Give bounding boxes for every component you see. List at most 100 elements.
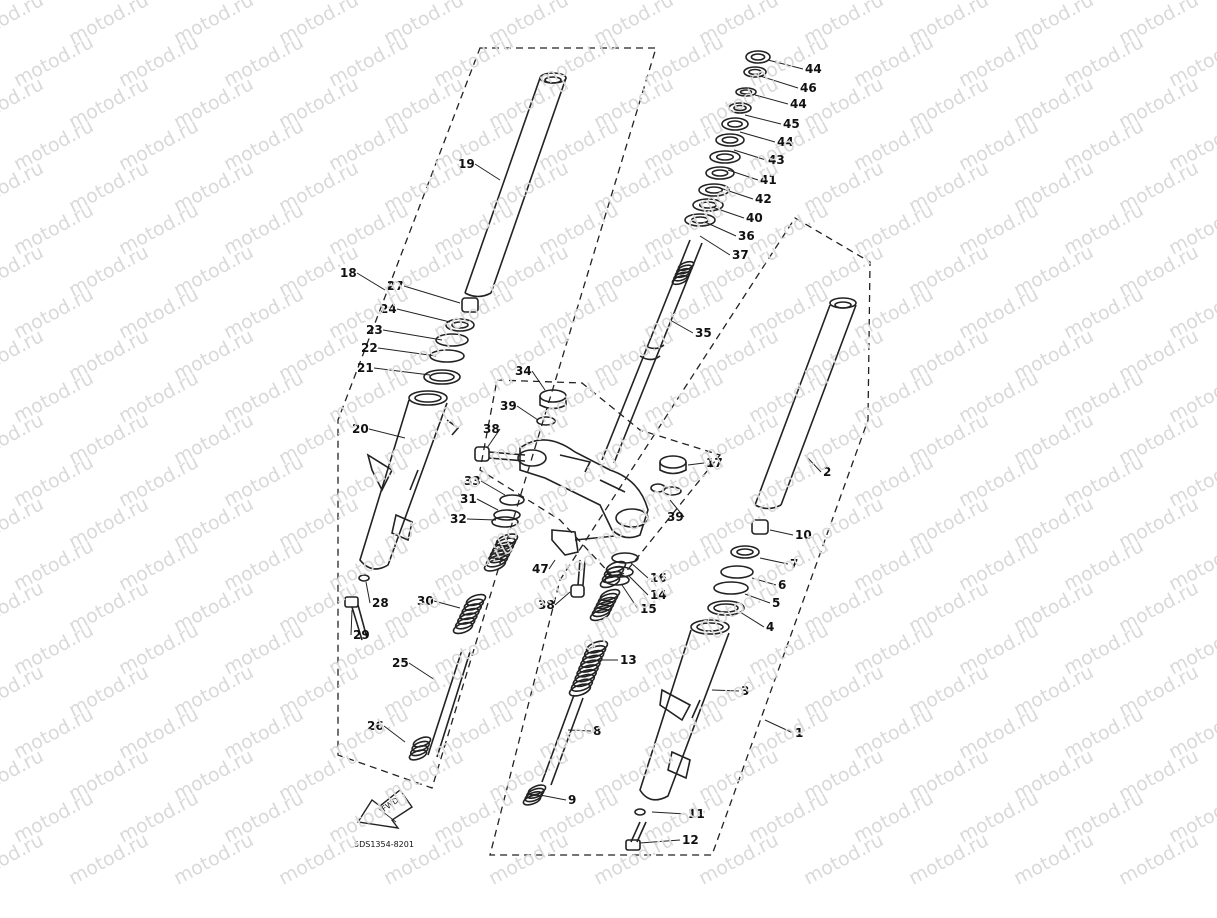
- callout-p3: 3: [741, 684, 749, 698]
- fwd-arrow-icon: [356, 788, 413, 829]
- collar-and-rings: [536, 389, 687, 496]
- callout-p11: 11: [688, 807, 705, 821]
- leader-p30: [433, 600, 461, 609]
- leader-p35: [669, 319, 694, 334]
- callout-p31: 31: [460, 492, 477, 506]
- leader-p20: [368, 428, 406, 439]
- callout-p33: 33: [464, 474, 481, 488]
- leader-p42: [719, 187, 754, 200]
- callout-p38a: 38: [483, 422, 500, 436]
- drawing-code: 5DS1354-8201: [354, 840, 414, 849]
- leader-p10: [769, 529, 794, 536]
- leader-p7: [759, 557, 789, 565]
- callout-p5: 5: [772, 596, 780, 610]
- callout-p1: 1: [795, 726, 803, 740]
- leader-p45: [744, 114, 782, 125]
- right-damper-rod: [541, 694, 584, 786]
- right-main-coil: [568, 683, 592, 697]
- left-middle-rings: [491, 494, 525, 528]
- left-spring: [483, 533, 519, 572]
- left-drain-bolt: [344, 574, 370, 641]
- leader-p28: [365, 581, 371, 604]
- stack-item: [743, 66, 767, 78]
- leader-p23: [382, 329, 443, 341]
- callout-p37: 37: [732, 248, 749, 262]
- stack-item-bore: [739, 89, 753, 95]
- leader-p29: [350, 609, 353, 636]
- leader-p38a: [486, 428, 501, 449]
- callout-p47: 47: [532, 562, 549, 576]
- right-seal-stack: [707, 519, 769, 616]
- callout-p26: 26: [367, 719, 384, 733]
- leader-p36: [704, 221, 737, 237]
- leader-p27: [403, 285, 461, 304]
- callout-p44b: 44: [790, 97, 807, 111]
- leader-p26: [383, 725, 406, 743]
- stack-item: [715, 133, 745, 147]
- stack-item-bore: [721, 136, 739, 144]
- callout-p36: 36: [738, 229, 755, 243]
- left-damper-rod: [427, 649, 471, 758]
- callout-p44a: 44: [805, 62, 822, 76]
- callout-p43: 43: [768, 153, 785, 167]
- callout-p19: 19: [458, 157, 475, 171]
- leader-p44b: [754, 94, 789, 105]
- under-bracket: [517, 439, 649, 539]
- callout-p8: 8: [593, 724, 601, 738]
- leader-p11: [651, 811, 687, 815]
- left-spring-bottom: [408, 736, 432, 761]
- leader-p9: [539, 794, 567, 801]
- left-spring-mid-coil: [452, 621, 474, 635]
- callout-p10: 10: [795, 528, 812, 542]
- leader-p40: [711, 206, 745, 219]
- callout-p7: 7: [790, 557, 798, 571]
- leader-p16: [629, 561, 649, 579]
- callout-p28: 28: [372, 596, 389, 610]
- steering-stem: [601, 239, 703, 464]
- leader-p31: [476, 498, 499, 511]
- callout-p12: 12: [682, 833, 699, 847]
- callout-p40: 40: [746, 211, 763, 225]
- callout-p9: 9: [568, 793, 576, 807]
- left-spring-upper-coil: [483, 558, 507, 572]
- callout-p6: 6: [778, 578, 786, 592]
- steering-group-boundary: [479, 379, 722, 578]
- leader-p38b: [554, 591, 571, 606]
- callout-p42: 42: [755, 192, 772, 206]
- left-seal-stack: [423, 297, 479, 385]
- right-springs: [522, 560, 627, 806]
- leader-p4: [739, 611, 765, 628]
- callout-p17: 17: [706, 456, 723, 470]
- right-fork-group-boundary: [489, 217, 871, 856]
- stack-item: [705, 166, 735, 180]
- leader-p44a: [767, 59, 804, 70]
- inner-tube-left: [464, 72, 567, 298]
- callout-labels: 4446444544434142403637351918272423222120…: [340, 62, 831, 847]
- pinch-bolt-top: [474, 446, 526, 462]
- stack-item-bore: [711, 169, 729, 177]
- leader-p25: [408, 662, 436, 681]
- stem-thread: [671, 260, 695, 286]
- leader-p8: [567, 729, 592, 732]
- callout-p34: 34: [515, 364, 532, 378]
- stack-item: [745, 50, 771, 64]
- callout-p22: 22: [361, 341, 378, 355]
- right-bottom-coil: [522, 794, 542, 806]
- leader-p5: [744, 593, 771, 604]
- leader-lines: [350, 59, 822, 844]
- right-upper-coil: [599, 575, 621, 589]
- fwd-label: FWD: [380, 796, 400, 814]
- inner-tube-right: [754, 297, 857, 510]
- callout-p44c: 44: [777, 135, 794, 149]
- stack-item: [709, 150, 741, 164]
- callout-p29: 29: [353, 628, 370, 642]
- leader-p43: [733, 149, 767, 161]
- leader-p44c: [739, 131, 776, 143]
- cable-guide: [551, 529, 616, 598]
- callout-p13: 13: [620, 653, 637, 667]
- callout-p41: 41: [760, 173, 777, 187]
- stack-item: [721, 117, 749, 131]
- callout-p14: 14: [650, 588, 667, 602]
